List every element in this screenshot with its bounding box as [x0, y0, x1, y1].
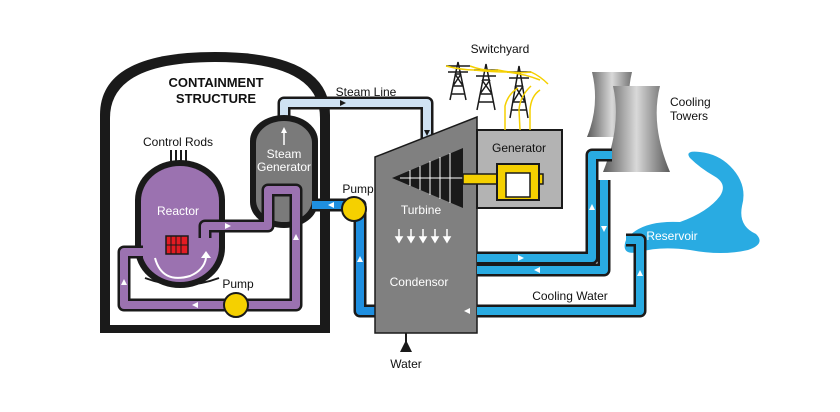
cooling-water-label: Cooling Water: [532, 289, 608, 303]
feedwater-arrows: [328, 202, 363, 262]
containment-structure-label-line2: STRUCTURE: [176, 91, 256, 106]
steam-generator-label-line1: Steam: [267, 147, 302, 161]
steam-generator-arrowhead: [281, 127, 287, 133]
generator-core-window: [505, 172, 531, 198]
primary-pump-label: Pump: [222, 277, 254, 291]
steam-line: [280, 99, 431, 152]
condensate-arrows: [394, 229, 452, 244]
containment-structure-label-line1: CONTAINMENT: [168, 75, 263, 90]
primary-pump: [223, 292, 249, 318]
control-rods-label: Control Rods: [143, 135, 213, 149]
cooling-water-arrows: [464, 204, 643, 314]
primary-loop-arrows: [121, 223, 299, 308]
steam-line-label: Steam Line: [336, 85, 397, 99]
secondary-pump-label: Pump: [342, 182, 374, 196]
steam-line-arrows: [340, 100, 430, 136]
power-lines: [445, 65, 549, 131]
reactor-circulation-arrow: [154, 257, 207, 279]
reactor-circulation-arrowhead: [201, 251, 211, 258]
secondary-pump: [341, 196, 367, 222]
reactor-core-grid: [166, 236, 188, 254]
water-label: Water: [390, 357, 422, 371]
steam-generator-label-line2: Generator: [257, 160, 311, 174]
turbine-label: Turbine: [401, 203, 442, 217]
cooling-tower-front: [603, 86, 670, 172]
turbine-blades: [400, 153, 463, 203]
cooling-towers-label-line1: Cooling: [670, 95, 711, 109]
generator-label: Generator: [492, 141, 546, 155]
reservoir-label: Reservoir: [646, 229, 697, 243]
cooling-towers-label-line2: Towers: [670, 109, 708, 123]
water-intake-arrowhead: [400, 340, 412, 352]
condensor-label: Condensor: [390, 275, 449, 289]
switchyard-label: Switchyard: [471, 42, 530, 56]
reservoir: [624, 151, 760, 253]
cooling-return-line: [477, 180, 608, 274]
reactor-label: Reactor: [157, 204, 199, 218]
